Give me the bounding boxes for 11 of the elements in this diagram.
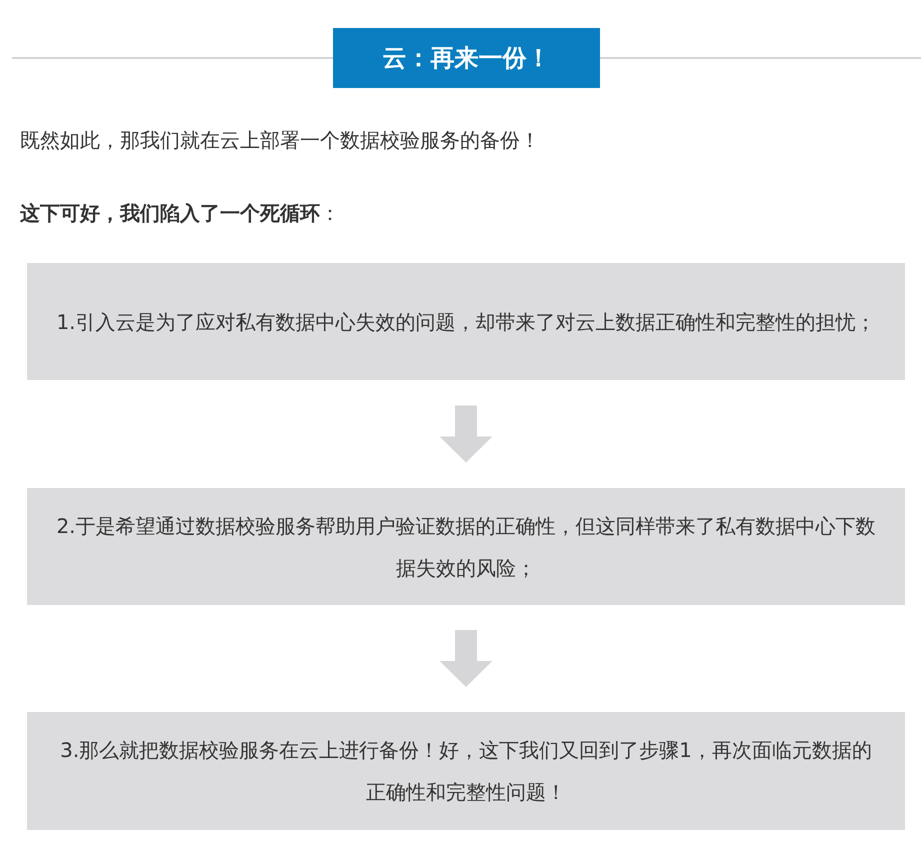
paragraph: 这下可好，我们陷入了一个死循环：: [20, 200, 340, 227]
step-box: [27, 712, 905, 830]
down-arrow: [440, 406, 492, 462]
step-text: 3.那么就把数据校验服务在云上进行备份！好，这下我们又回到了步骤1，再次面临元数据的正确性和完整性问题！: [59, 737, 873, 806]
down-arrow: [440, 630, 492, 687]
step-box: [27, 488, 905, 605]
section-heading: 云：再来一份！: [333, 28, 600, 88]
paragraph: 既然如此，那我们就在云上部署一个数据校验服务的备份！: [20, 127, 540, 154]
step-text: 2.于是希望通过数据校验服务帮助用户验证数据的正确性，但这同样带来了私有数据中心下数据失效的风险；: [55, 512, 877, 582]
step-box: [27, 263, 905, 380]
step-text: 1.引入云是为了应对私有数据中心失效的问题，却带来了对云上数据正确性和完整性的担忧；: [56, 308, 876, 336]
